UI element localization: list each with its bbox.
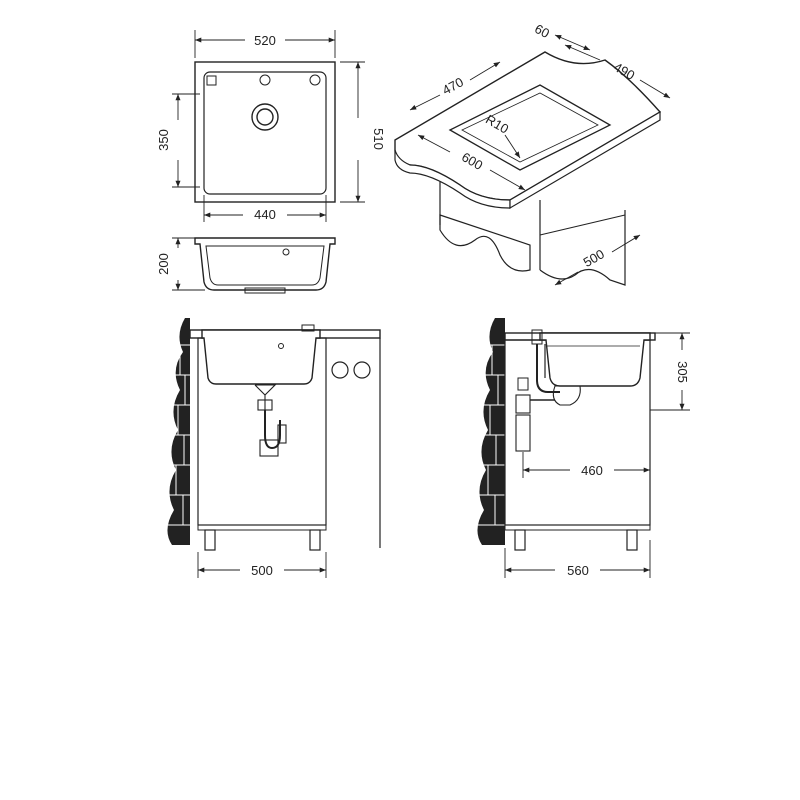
sink-bowl-side — [539, 332, 651, 387]
cabinet-rear-edge — [539, 214, 626, 236]
top-view — [172, 30, 365, 222]
dim-60: 60 — [532, 21, 552, 41]
tap-hole — [259, 74, 271, 86]
socket-left — [331, 361, 349, 379]
sink-bowl-outline — [203, 71, 327, 195]
drain-inner — [256, 108, 274, 126]
dim-560: 560 — [567, 563, 589, 578]
sink-outline — [194, 61, 336, 203]
wall-section — [477, 318, 505, 545]
cabinet-right-panel — [539, 200, 626, 286]
dim-510: 510 — [371, 128, 386, 150]
dim-350: 350 — [156, 129, 171, 151]
trap-pipe — [515, 414, 531, 452]
section-view — [172, 237, 336, 294]
trap-top — [517, 377, 529, 391]
dim-520: 520 — [254, 33, 276, 48]
overflow-hole — [282, 248, 290, 256]
tap-hole-square — [206, 75, 217, 86]
dim-500-cabinet: 500 — [581, 246, 607, 270]
tap-base — [301, 324, 315, 332]
countertop-side-edge — [509, 110, 661, 210]
strainer — [254, 384, 277, 410]
sink-section-inner — [205, 245, 325, 286]
wall-section — [167, 318, 190, 545]
cabinet-leg — [204, 529, 216, 551]
front-view — [163, 318, 381, 578]
cabinet-leg — [309, 529, 321, 551]
overflow-pipe — [536, 344, 560, 393]
dim-440: 440 — [254, 207, 276, 222]
sink-cutout-inner — [461, 92, 599, 163]
cabinet-left-panel — [439, 214, 531, 272]
drain-outer — [251, 103, 279, 131]
sink-section-outer — [194, 237, 336, 291]
cabinet-leg — [626, 529, 638, 551]
dim-500-front: 500 — [251, 563, 273, 578]
trap-body — [515, 394, 531, 414]
trap-nut — [259, 439, 279, 457]
cabinet-base — [504, 524, 651, 531]
dim-470: 470 — [440, 74, 466, 97]
cabinet-base — [197, 524, 327, 531]
trap-outlet — [277, 424, 287, 444]
strainer-side — [552, 385, 581, 406]
cabinet-leg — [514, 529, 526, 551]
side-view — [473, 318, 690, 578]
cutout-view — [394, 34, 671, 286]
drain-fitting — [244, 287, 286, 294]
sink-bowl — [201, 329, 321, 385]
sink-cutout — [448, 84, 612, 171]
dim-460: 460 — [581, 463, 603, 478]
dim-200: 200 — [156, 253, 171, 275]
socket-right — [353, 361, 371, 379]
tap-hole — [309, 74, 321, 86]
dim-305: 305 — [675, 361, 690, 383]
overflow-hole — [278, 343, 284, 349]
